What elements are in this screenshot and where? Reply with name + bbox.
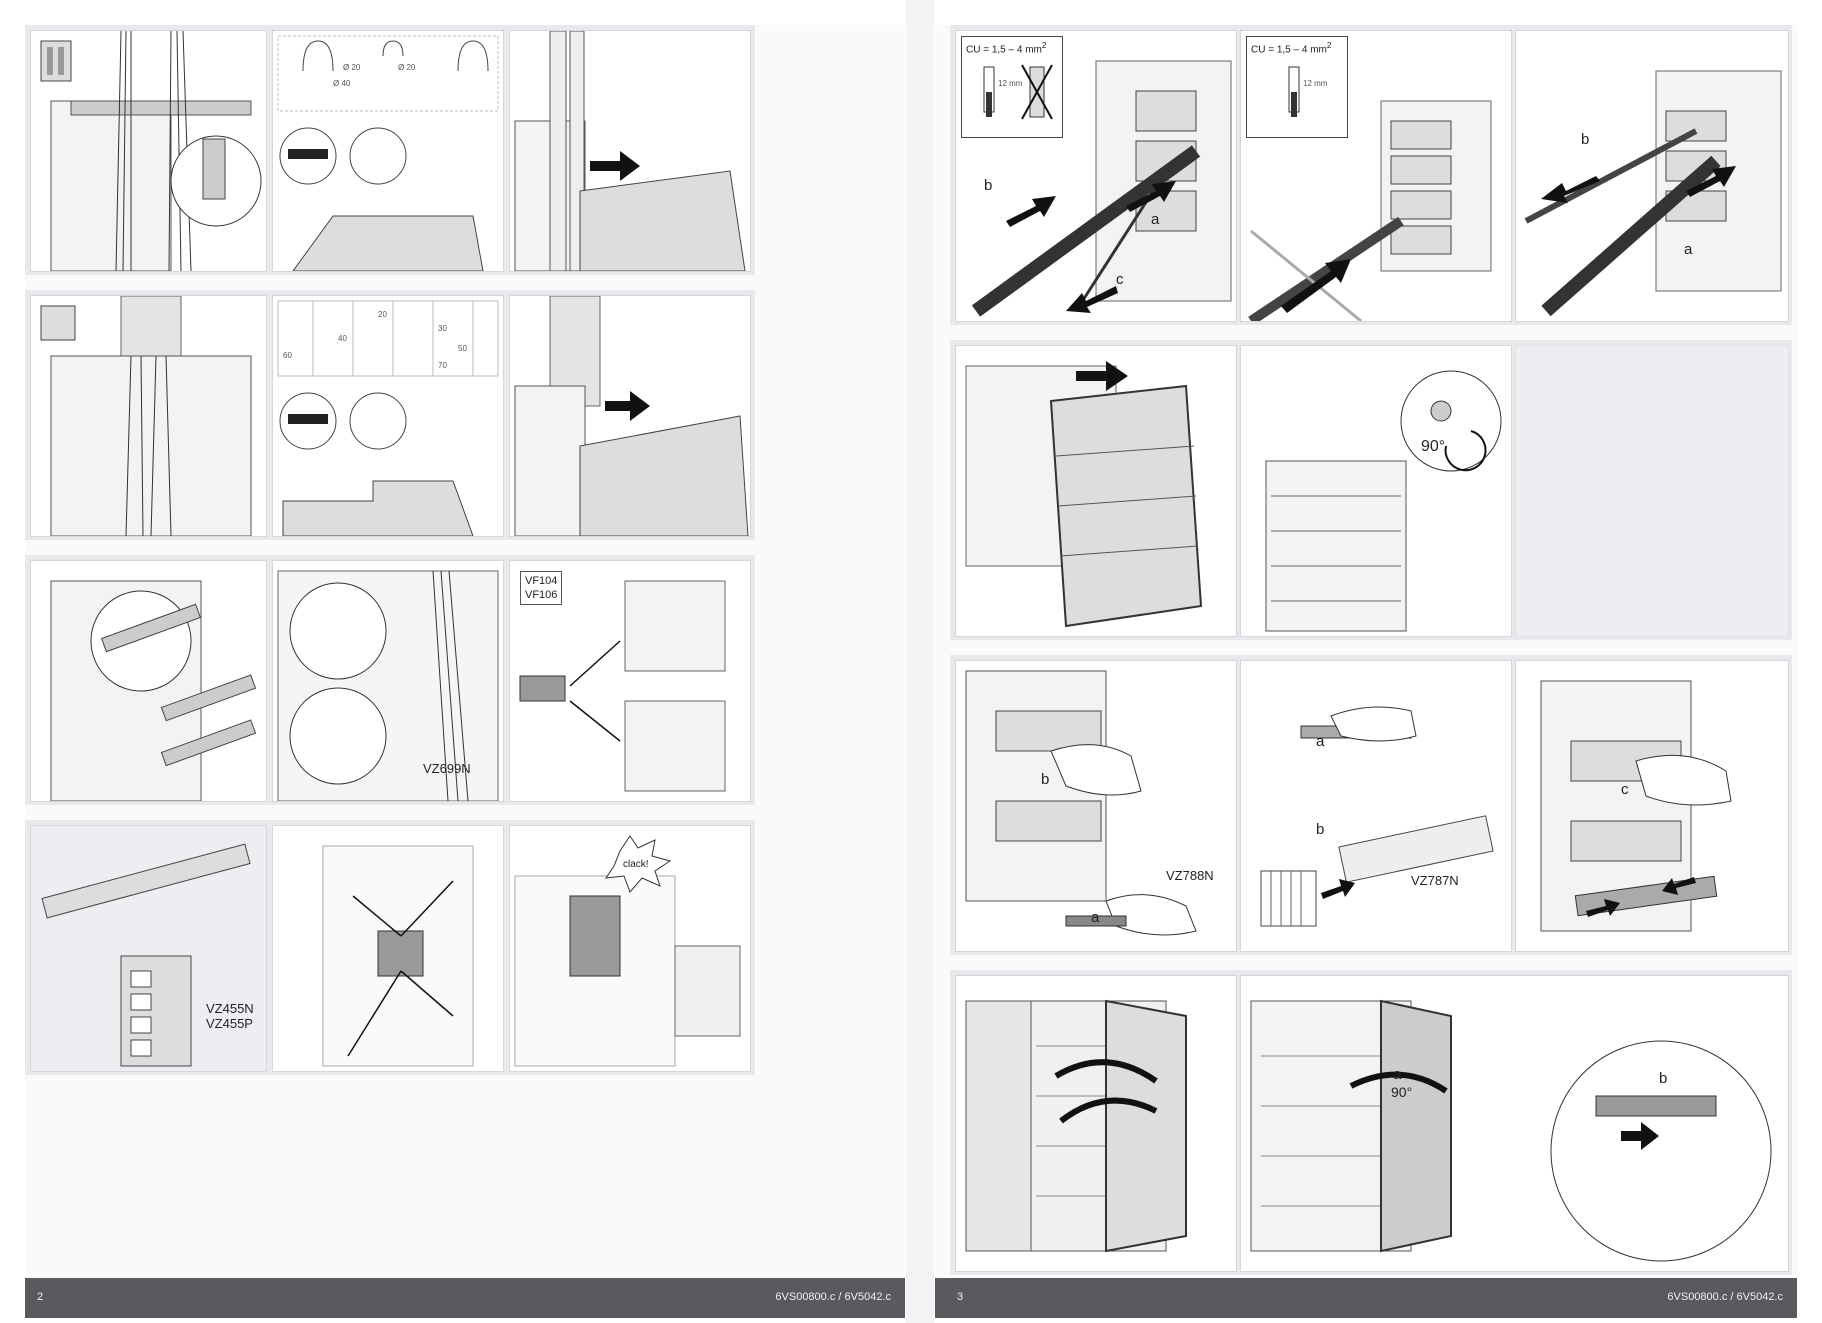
cu-spec-1: CU = 1,5 – 4 mm [966, 44, 1042, 56]
panel-cable-clamp: VZ699N [272, 560, 504, 802]
wire-release-illustration [971, 60, 1232, 317]
panel-cable-duct [30, 295, 267, 537]
cable-duct-illustration [40, 296, 252, 536]
panel-label-holder: b a VZ788N [955, 660, 1237, 952]
terminal-block-illustration [41, 843, 251, 1067]
vz455p-label: VZ455P [206, 1016, 253, 1031]
rotate-90-label-b: 90° [1391, 1084, 1413, 1100]
cu-spec-box-2: CU = 1,5 – 4 mm2 12 mm [1246, 36, 1348, 138]
step-b-label-2: b [1581, 131, 1590, 148]
cu-spec-1-sup: 2 [1041, 40, 1047, 50]
cu-spec-box-1: CU = 1,5 – 4 mm2 12 mm [961, 36, 1063, 138]
panel-cable-entry [30, 30, 267, 272]
cut-dim-20: 20 [378, 310, 387, 319]
panel-knockout-cut: Ø 20 Ø 40 Ø 20 [272, 30, 504, 272]
cu-spec-2-sup: 2 [1326, 40, 1332, 50]
knockout-d40: Ø 40 [333, 79, 351, 88]
cover-fit-illustration-2 [514, 296, 749, 536]
cut-template-illustration [277, 300, 499, 536]
knockout-cut-illustration [277, 35, 499, 271]
cut-dim-50: 50 [458, 344, 467, 353]
panel-cut-template: 20 30 40 50 60 70 [272, 295, 504, 537]
door-remove-illustration [1250, 999, 1772, 1262]
knockout-d20-b: Ø 20 [398, 63, 416, 72]
step-c-label-2: c [1621, 781, 1629, 798]
terminal-positions-illustration [322, 845, 474, 1067]
step-a-label-3: a [1091, 909, 1100, 926]
left-page: Ø 20 Ø 40 Ø 20 [25, 25, 905, 1318]
cut-dim-70: 70 [438, 361, 447, 370]
label-insert-illustration [1540, 680, 1732, 932]
cut-dim-60: 60 [283, 351, 292, 360]
rotate-90-label-a: 90° [1421, 438, 1446, 455]
cover-fit-illustration-1 [514, 31, 746, 271]
cu-spec-2: CU = 1,5 – 4 mm [1251, 44, 1327, 56]
right-doc-code: 6VS00800.c / 6V5042.c [1667, 1291, 1783, 1303]
right-page: CU = 1,5 – 4 mm2 12 mm b a c CU = 1,5 – … [935, 25, 1797, 1318]
step-c-label-1: c [1116, 271, 1124, 288]
cover-mount-illustration [965, 361, 1203, 628]
cut-dim-30: 30 [438, 324, 447, 333]
panel-wire-remove: b a [1515, 30, 1789, 322]
strip-length-2: 12 mm [1303, 79, 1328, 88]
right-footer: 3 6VS00800.c / 6V5042.c [935, 1278, 1797, 1318]
terminal-clip-illustration [514, 835, 741, 1067]
panel-cover-mount [955, 345, 1237, 637]
step-b-label-3: b [1041, 771, 1050, 788]
label-holder-illustration [965, 670, 1197, 936]
step-a-label-1: a [1151, 211, 1160, 228]
vf-accessory-illustration [519, 580, 726, 792]
left-page-number: 2 [37, 1291, 44, 1303]
panel-cover-fit-2 [509, 295, 751, 537]
panel-door-open [955, 975, 1237, 1272]
panel-cover-fit-1 [509, 30, 751, 272]
panel-wire-insert: CU = 1,5 – 4 mm2 12 mm [1240, 30, 1512, 322]
hinge-rotate-illustration [1265, 370, 1502, 632]
panel-terminal-positions [272, 825, 504, 1072]
panel-terminal-clip: clack! [509, 825, 751, 1072]
clack-label: clack! [623, 859, 649, 870]
panel-rail-removal [30, 560, 267, 802]
vz788n-label: VZ788N [1166, 868, 1214, 883]
door-open-illustration [965, 999, 1187, 1253]
step-a-label-2: a [1684, 241, 1693, 258]
vf104-label: VF104 [525, 575, 558, 587]
cable-clamp-illustration [277, 570, 499, 801]
strip-length-1: 12 mm [998, 79, 1023, 88]
step-b-label-1: b [984, 177, 993, 194]
cable-entry-illustration [40, 31, 262, 271]
panel-label-insert: c [1515, 660, 1789, 952]
panel-hinge-rotate: 90° [1240, 345, 1512, 637]
strip-length-icon-2 [1288, 66, 1300, 117]
left-doc-code: 6VS00800.c / 6V5042.c [775, 1291, 891, 1303]
wire-remove-illustration [1524, 70, 1782, 317]
step-b-label-5: b [1659, 1070, 1668, 1087]
strip-length-icon-1 [983, 64, 1053, 120]
left-footer: 2 6VS00800.c / 6V5042.c [25, 1278, 905, 1318]
vz455n-label: VZ455N [206, 1001, 254, 1016]
panel-door-remove: a 90° b [1240, 975, 1789, 1272]
vz699n-label: VZ699N [423, 761, 471, 776]
label-strip-illustration [1260, 706, 1494, 927]
panel-vf-accessory: VF104 VF106 [509, 560, 751, 802]
wire-insert-illustration [1248, 100, 1492, 321]
page-spine [906, 0, 934, 1323]
right-page-number: 3 [957, 1291, 964, 1303]
panel-terminal-block: VZ455N VZ455P [30, 825, 267, 1072]
vf-reference-box: VF104 VF106 [520, 571, 563, 605]
knockout-d20-a: Ø 20 [343, 63, 361, 72]
panel-label-strip: a b VZ787N [1240, 660, 1512, 952]
step-a-label-4: a [1316, 733, 1325, 750]
panel-empty [1515, 345, 1789, 637]
step-b-label-4: b [1316, 821, 1325, 838]
vf106-label: VF106 [525, 589, 558, 601]
rail-removal-illustration [50, 580, 257, 801]
step-a-label-5: a [1393, 1066, 1402, 1083]
vz787n-label: VZ787N [1411, 873, 1459, 888]
cut-dim-40: 40 [338, 334, 347, 343]
panel-wire-release: CU = 1,5 – 4 mm2 12 mm b a c [955, 30, 1237, 322]
